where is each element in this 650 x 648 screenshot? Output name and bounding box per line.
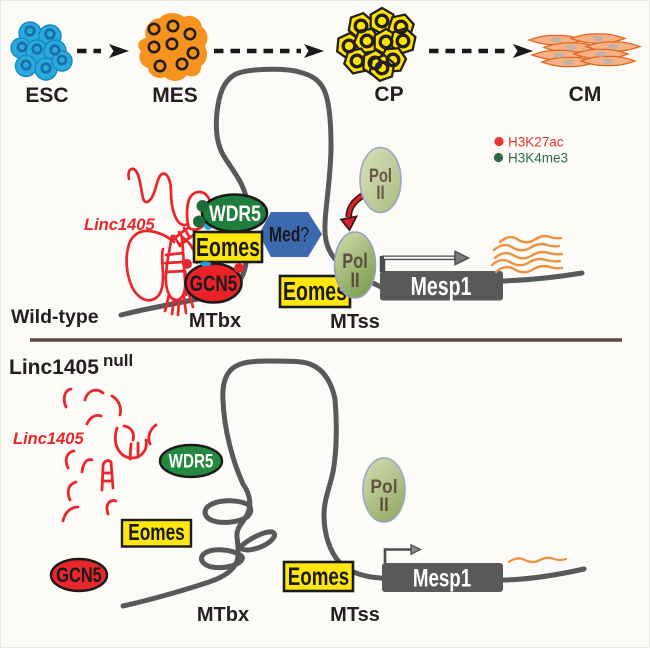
svg-text:Pol: Pol xyxy=(369,165,392,186)
svg-text:II: II xyxy=(376,182,384,203)
svg-text:Eomes: Eomes xyxy=(196,232,260,261)
svg-text:MES: MES xyxy=(152,84,198,107)
svg-text:Med?: Med? xyxy=(269,222,309,246)
svg-text:Eomes: Eomes xyxy=(128,521,185,546)
svg-text:GCN5: GCN5 xyxy=(190,272,238,297)
svg-text:MTss: MTss xyxy=(330,311,380,333)
svg-text:WDR5: WDR5 xyxy=(169,450,214,472)
svg-text:II: II xyxy=(350,268,359,291)
svg-text:null: null xyxy=(103,351,133,370)
svg-text:Mesp1: Mesp1 xyxy=(413,564,471,592)
svg-text:CP: CP xyxy=(374,83,403,106)
svg-text:MTbx: MTbx xyxy=(189,310,241,332)
svg-text:II: II xyxy=(379,493,389,515)
svg-text:MTbx: MTbx xyxy=(197,604,249,626)
svg-text:CM: CM xyxy=(569,83,602,106)
svg-text:Linc1405: Linc1405 xyxy=(13,430,84,448)
svg-text:GCN5: GCN5 xyxy=(56,563,102,586)
svg-text:H3K4me3: H3K4me3 xyxy=(508,151,568,166)
svg-text:H3K27ac: H3K27ac xyxy=(508,135,564,150)
svg-text:Mesp1: Mesp1 xyxy=(411,271,472,300)
svg-text:WDR5: WDR5 xyxy=(209,202,261,226)
svg-text:Linc1405: Linc1405 xyxy=(9,356,99,379)
svg-text:Wild-type: Wild-type xyxy=(11,306,99,328)
svg-text:Pol: Pol xyxy=(370,475,397,497)
svg-text:Eomes: Eomes xyxy=(288,562,349,590)
svg-text:Linc1405: Linc1405 xyxy=(84,216,155,234)
svg-text:MTss: MTss xyxy=(330,604,380,626)
svg-text:Pol: Pol xyxy=(342,249,367,272)
svg-text:ESC: ESC xyxy=(25,84,68,107)
